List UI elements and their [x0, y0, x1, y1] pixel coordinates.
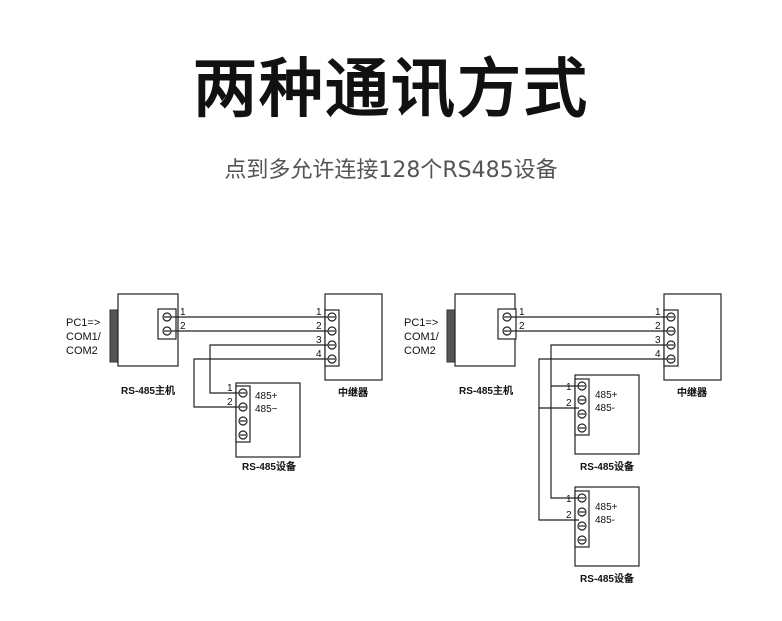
left-device-label: RS-485设备	[242, 460, 297, 473]
left-repeater-screw-icon	[327, 340, 337, 350]
left-host-label: RS-485主机	[121, 384, 175, 397]
right-device1-term-plus: 485+	[595, 390, 618, 401]
right-diagram: PC1=> COM1/ COM2 RS-485主机 中继器	[404, 293, 722, 585]
right-wire-4	[538, 358, 667, 521]
left-wires	[171, 316, 328, 408]
left-wire-3	[209, 344, 328, 394]
right-device1-label: RS-485设备	[580, 460, 635, 473]
left-repeater-box	[324, 293, 383, 381]
right-device2-label: RS-485设备	[580, 572, 635, 585]
right-device1-pin-2: 2	[566, 398, 572, 409]
left-repeater-pin-3: 3	[316, 335, 322, 346]
right-repeater-pin-1: 1	[655, 307, 661, 318]
right-host-screw-icon	[502, 312, 512, 322]
right-host-pin-1: 1	[519, 307, 525, 318]
left-pc-label-line3: COM2	[66, 345, 98, 357]
right-pc-label-line3: COM2	[404, 345, 436, 357]
right-device1-pin-1: 1	[566, 382, 572, 393]
right-device2-screw-icon	[577, 521, 587, 531]
left-host-box	[109, 293, 179, 367]
right-repeater-screw-icon	[666, 354, 676, 364]
left-repeater-terminal-block	[324, 309, 340, 367]
right-host-pin-2: 2	[519, 321, 525, 332]
right-host-box	[446, 293, 517, 367]
left-device-term-plus: 485+	[255, 391, 278, 402]
right-host-screw-icon	[502, 326, 512, 336]
left-device-screw-icon	[238, 388, 248, 398]
right-device2-term-minus: 485-	[595, 515, 615, 526]
left-repeater-label: 中继器	[338, 386, 369, 399]
right-repeater-terminal-block	[663, 309, 679, 367]
right-device2-terminal-block	[574, 490, 590, 548]
page-subtitle: 点到多允许连接128个RS485设备	[224, 158, 558, 183]
right-repeater-pin-2: 2	[655, 321, 661, 332]
right-device2-screw-icon	[577, 507, 587, 517]
right-repeater-screw-icon	[666, 312, 676, 322]
left-repeater-screw-icon	[327, 354, 337, 364]
right-wires	[511, 316, 667, 521]
right-repeater-pin-3: 3	[655, 335, 661, 346]
left-pc-label-line1: PC1=>	[66, 317, 100, 329]
right-wire-3	[550, 344, 667, 499]
right-device-box-2: 485+ 485-	[574, 486, 640, 567]
left-device-box: 485+ 485−	[235, 382, 301, 458]
right-repeater-pin-4: 4	[655, 349, 661, 360]
right-device1-terminal-block	[574, 378, 590, 436]
left-repeater-pin-2: 2	[316, 321, 322, 332]
left-repeater-screw-icon	[327, 326, 337, 336]
page-title: 两种通讯方式	[193, 53, 589, 127]
left-host-pin-1: 1	[180, 307, 186, 318]
left-host-screw-icon	[162, 326, 172, 336]
right-pc-label-line1: PC1=>	[404, 317, 438, 329]
right-device2-term-plus: 485+	[595, 502, 618, 513]
left-repeater-screw-icon	[327, 312, 337, 322]
right-repeater-label: 中继器	[677, 386, 708, 399]
left-pc-label-line2: COM1/	[66, 331, 102, 343]
right-device1-screw-icon	[577, 381, 587, 391]
right-device1-term-minus: 485-	[595, 403, 615, 414]
left-repeater-pin-1: 1	[316, 307, 322, 318]
left-host-screw-icon	[162, 312, 172, 322]
left-device-terminal-block	[235, 385, 251, 443]
left-diagram: PC1=> COM1/ COM2 RS-485主机 中继器	[66, 293, 383, 473]
left-device-screw-icon	[238, 402, 248, 412]
right-device-box-1: 485+ 485-	[574, 374, 640, 455]
right-device2-screw-icon	[577, 493, 587, 503]
right-repeater-screw-icon	[666, 340, 676, 350]
right-device2-screw-icon	[577, 535, 587, 545]
left-host-pin-2: 2	[180, 321, 186, 332]
right-repeater-box	[663, 293, 722, 381]
right-device1-screw-icon	[577, 409, 587, 419]
right-repeater-screw-icon	[666, 326, 676, 336]
right-device1-screw-icon	[577, 423, 587, 433]
right-pc-label-line2: COM1/	[404, 331, 440, 343]
right-device1-screw-icon	[577, 395, 587, 405]
right-device2-pin-1: 1	[566, 494, 572, 505]
right-host-label: RS-485主机	[459, 384, 513, 397]
left-device-pin-2: 2	[227, 397, 233, 408]
left-device-screw-icon	[238, 416, 248, 426]
right-device2-pin-2: 2	[566, 510, 572, 521]
left-device-pin-1: 1	[227, 383, 233, 394]
left-repeater-pin-4: 4	[316, 349, 322, 360]
left-device-screw-icon	[238, 430, 248, 440]
left-device-term-minus: 485−	[255, 404, 278, 415]
left-wire-4	[193, 358, 328, 408]
